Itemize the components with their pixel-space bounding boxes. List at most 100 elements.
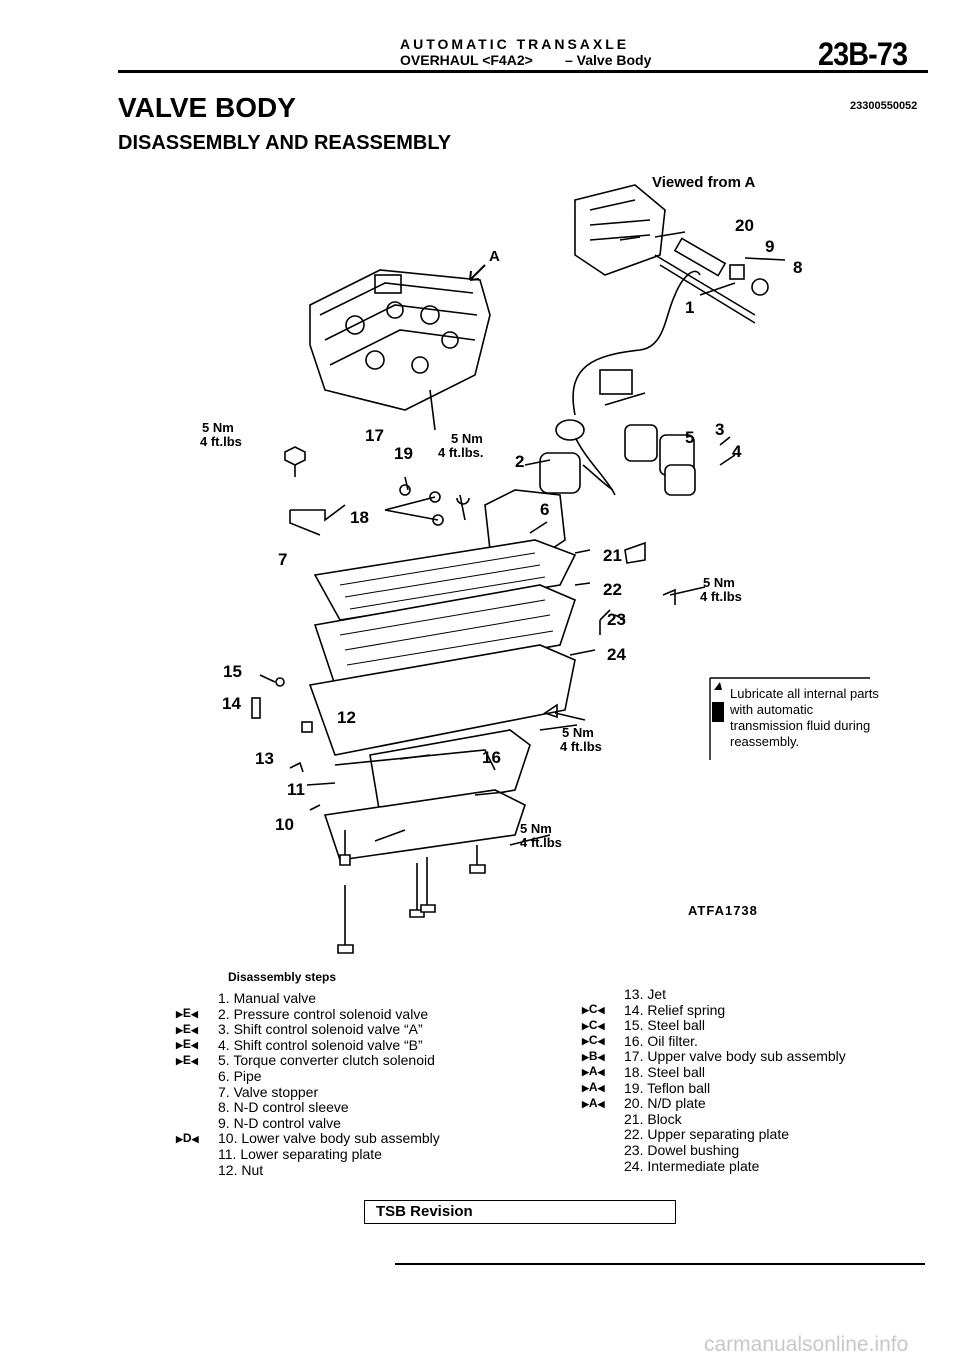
step-text: 3. Shift control solenoid valve “A” [218,1021,423,1038]
steps-list-right: 13. Jet▶C◀14. Relief spring▶C◀15. Steel … [582,986,922,1175]
disassembly-step: 8. N-D control sleeve [176,1100,496,1116]
disassembly-step: ▶E◀4. Shift control solenoid valve “B” [176,1037,496,1054]
callout-13: 13 [255,749,274,768]
step-text: 24. Intermediate plate [624,1157,760,1174]
step-text: 10. Lower valve body sub assembly [218,1130,440,1147]
callout-14: 14 [222,694,241,713]
step-text: 7. Valve stopper [218,1083,319,1100]
figure-id: ATFA1738 [688,903,758,918]
viewed-from-a-label: Viewed from A [652,174,756,191]
service-marker: ▶E◀ [176,1037,198,1052]
step-text: 2. Pressure control solenoid valve [218,1005,429,1022]
service-marker: ▶C◀ [582,1033,605,1048]
disassembly-step: 24. Intermediate plate [582,1157,922,1175]
service-marker: ▶A◀ [582,1095,605,1110]
upper-valve-body-drawing [309,269,491,411]
header-title: AUTOMATIC TRANSAXLE [400,36,630,52]
service-marker: ▶C◀ [582,1002,605,1017]
service-marker: ▶E◀ [176,1006,198,1021]
disassembly-step: ▶A◀18. Steel ball [582,1064,922,1081]
torque-5-ftlbs: 4 ft.lbs [520,835,562,850]
disassembly-step: ▶C◀ 16. Oil filter. [582,1032,922,1050]
torque-4-ftlbs: 4 ft.lbs [560,739,602,754]
lubrication-note-box [709,677,870,760]
step-text: 23. Dowel bushing [624,1141,740,1158]
callout-24: 24 [607,645,626,664]
page-subtitle: DISASSEMBLY AND REASSEMBLY [118,132,452,154]
callout-10: 10 [275,815,294,834]
callout-3: 3 [715,420,724,439]
step-text: 16. Oil filter. [624,1032,698,1049]
disassembly-step: ▶E◀3. Shift control solenoid valve “A” [176,1022,496,1038]
page-title: VALVE BODY [118,92,296,123]
service-marker: ▶C◀ [582,1017,605,1032]
callout-1: 1 [685,298,694,317]
disassembly-step: 7. Valve stopper [176,1083,496,1101]
torque-1-ftlbs: 4 ft.lbs [200,434,242,449]
disassembly-step: ▶A◀ 20. N/D plate [582,1096,922,1112]
disassembly-step: ▶C◀ 15. Steel ball [582,1018,922,1034]
torque-3-ftlbs: 4 ft.lbs [700,589,742,604]
watermark: carmanualsonline.info [704,1333,909,1356]
callout-15: 15 [223,662,242,681]
disassembly-step: 23. Dowel bushing [582,1141,922,1159]
step-text: 20. N/D plate [624,1095,706,1112]
tsb-revision-box [364,1200,676,1224]
step-text: 15. Steel ball [624,1017,705,1034]
service-marker: ▶A◀ [582,1080,605,1095]
torque-3-nm: 5 Nm [703,575,735,590]
step-text: 21. Block [624,1110,682,1127]
disassembly-step: ▶B◀ 17. Upper valve body sub assembly [582,1049,922,1065]
arrow-a-label: A [489,248,500,265]
disassembly-step: 6. Pipe [176,1067,496,1085]
torque-1-nm: 5 Nm [202,420,234,435]
torque-2-nm: 5 Nm [451,431,483,446]
callout-11: 11 [287,780,305,799]
step-text: 6. Pipe [218,1067,262,1084]
disassembly-step: 9. N-D control valve [176,1114,496,1132]
callout-9: 9 [765,237,774,256]
viewed-from-a-detail [574,184,769,324]
disassembly-step: 12. Nut [176,1161,496,1179]
disassembly-step: 22. Upper separating plate [582,1127,922,1143]
disassembly-step: ▶A◀ 19. Teflon ball [582,1079,922,1097]
callout-22: 22 [603,580,622,599]
callout-4: 4 [732,442,742,461]
step-text: 22. Upper separating plate [624,1126,789,1143]
service-marker: ▶B◀ [582,1048,605,1063]
valve-body-exploded-diagram: 1 2 3 4 5 6 7 8 9 10 11 12 13 14 15 16 1… [200,174,802,954]
steps-title: Disassembly steps [228,970,337,984]
step-text: 12. Nut [218,1161,264,1178]
header-subtitle: OVERHAUL <F4A2> [400,52,533,68]
step-text: 8. N-D control sleeve [218,1099,349,1116]
disassembly-step: ▶C◀ 14. Relief spring [582,1001,922,1019]
torque-5-nm: 5 Nm [520,821,552,836]
callout-21: 21 [603,546,622,565]
callout-16: 16 [482,748,501,767]
step-text: 1. Manual valve [218,990,317,1006]
disassembly-step: ▶E◀ 2. Pressure control solenoid valve [176,1005,496,1023]
step-text: 14. Relief spring [624,1001,726,1018]
callout-6: 6 [540,500,549,519]
torque-2-ftlbs: 4 ft.lbs. [438,445,484,460]
step-text: 17. Upper valve body sub assembly [624,1048,846,1065]
bottom-rule [395,1263,925,1265]
disassembly-step: 1. Manual valve [176,990,496,1007]
step-text: 9. N-D control valve [218,1114,341,1131]
callout-23: 23 [607,610,626,629]
disassembly-step: 11. Lower separating plate [176,1146,496,1163]
callout-20: 20 [735,216,754,235]
callout-5: 5 [685,428,694,447]
step-text: 19. Teflon ball [624,1079,711,1096]
callout-8: 8 [793,258,802,277]
header-rule [118,70,928,73]
callout-2: 2 [515,452,524,471]
torque-4-nm: 5 Nm [562,725,594,740]
disassembly-step: 21. Block [582,1110,922,1128]
callout-19: 19 [394,444,413,463]
service-marker: ▶E◀ [176,1052,198,1067]
callout-12: 12 [337,708,356,727]
step-text: 5. Torque converter clutch solenoid [218,1052,435,1069]
disassembly-step: ▶E◀ 5. Torque converter clutch solenoid [176,1053,496,1069]
service-marker: ▶D◀ [176,1130,199,1145]
